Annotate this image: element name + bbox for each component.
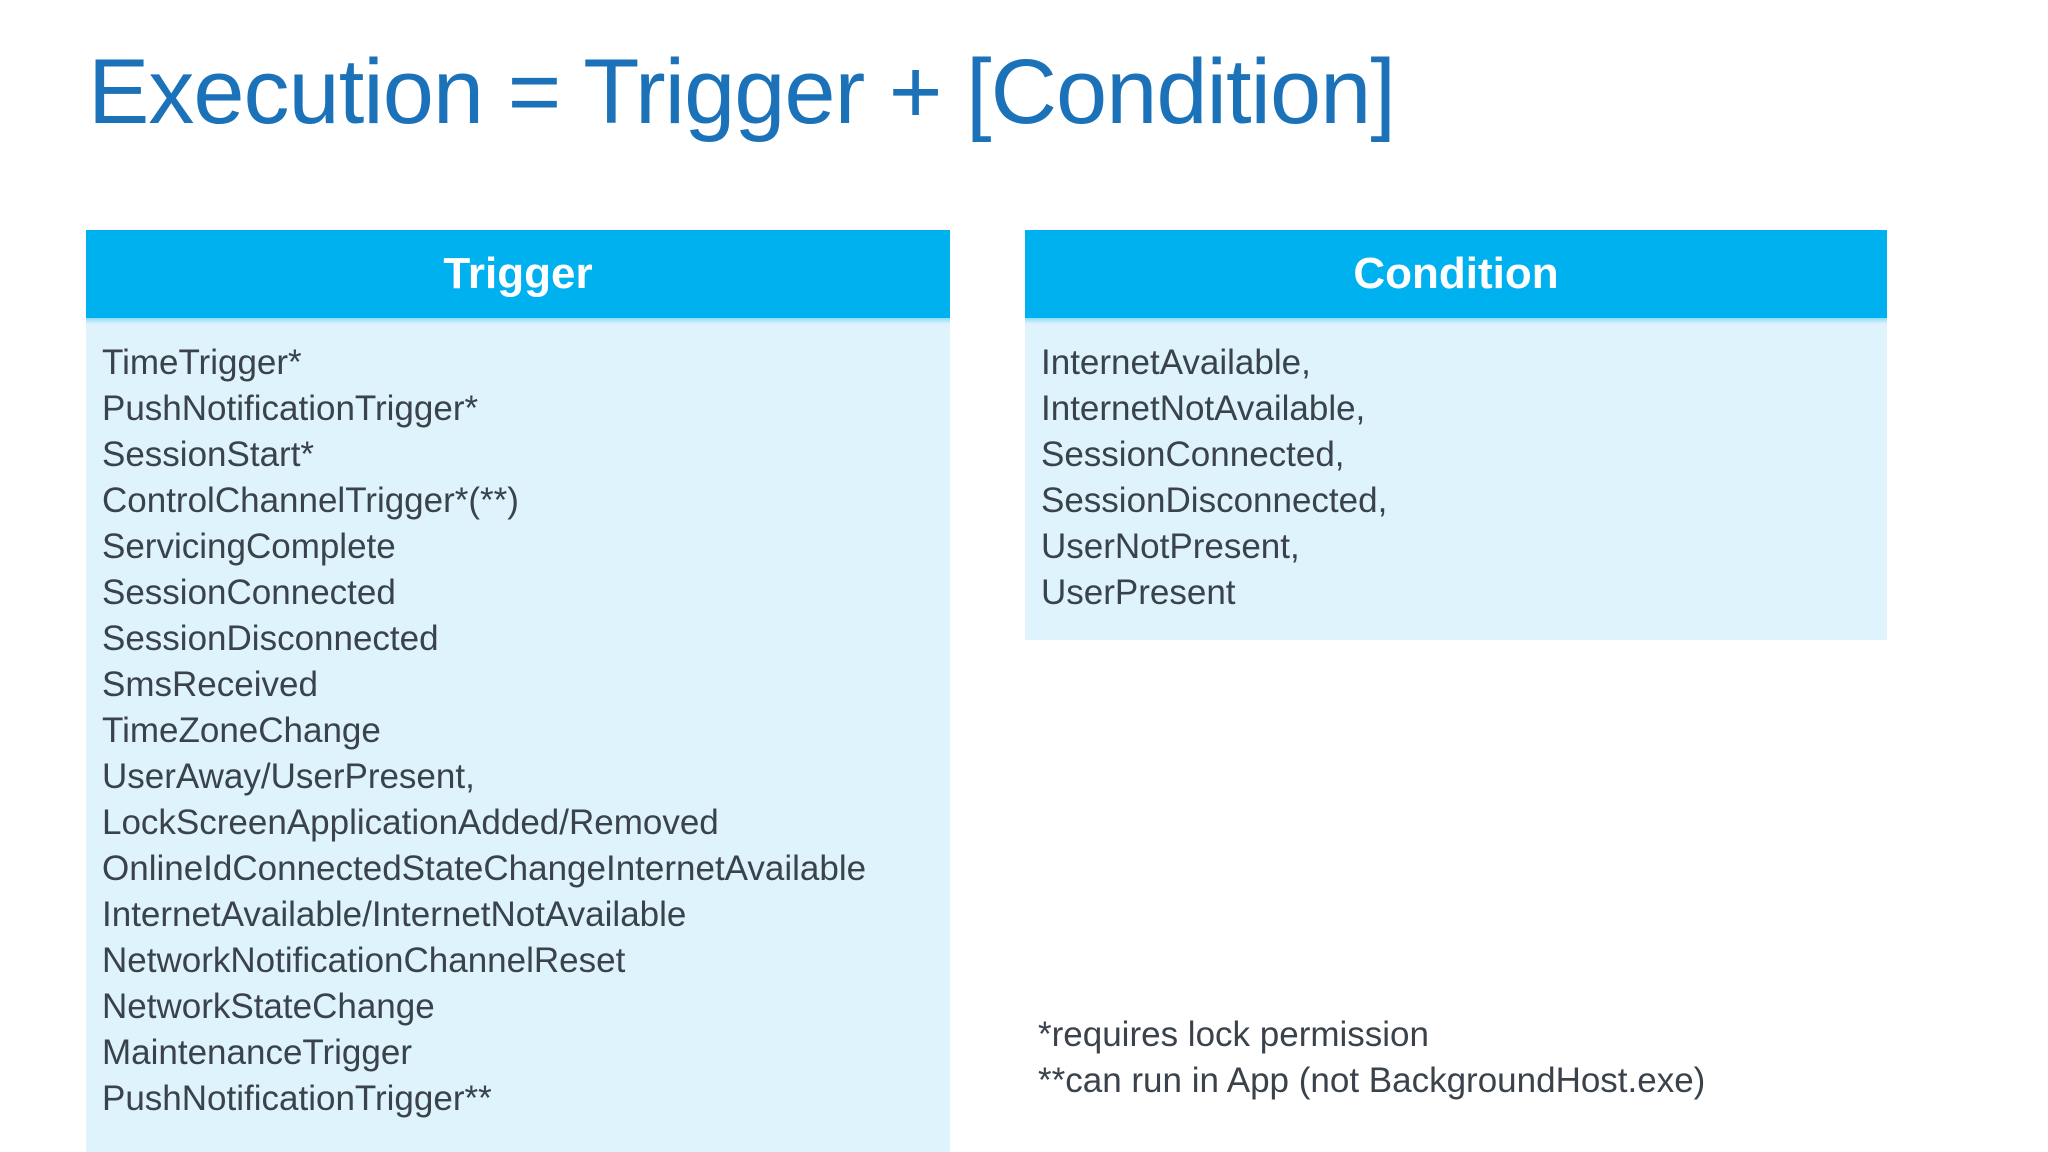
trigger-list-item: OnlineIdConnectedStateChangeInternetAvai…: [102, 849, 867, 888]
slide-title: Execution = Trigger + [Condition]: [88, 41, 1396, 143]
trigger-list-item: MaintenanceTrigger: [102, 1033, 412, 1072]
trigger-table-header-label: Trigger: [443, 249, 593, 298]
trigger-list-item: InternetAvailable/InternetNotAvailable: [102, 895, 687, 934]
trigger-list-item: ServicingComplete: [102, 527, 396, 566]
trigger-header-fade: [86, 318, 950, 324]
footnote-background-host: **can run in App (not BackgroundHost.exe…: [1038, 1061, 1706, 1100]
condition-list-item: SessionDisconnected,: [1041, 481, 1388, 520]
condition-list-item: UserPresent: [1041, 573, 1236, 612]
trigger-list-item: TimeZoneChange: [102, 711, 381, 750]
trigger-table-body: TimeTrigger* PushNotificationTrigger* Sess…: [86, 324, 950, 1152]
trigger-list-item: NetworkNotificationChannelReset: [102, 941, 626, 980]
trigger-list-item: SmsReceived: [102, 665, 318, 704]
trigger-list-item: LockScreenApplicationAdded/Removed: [102, 803, 719, 842]
condition-table-body: InternetAvailable, InternetNotAvailable, S…: [1025, 324, 1887, 640]
trigger-list-item: ControlChannelTrigger*(**): [102, 481, 519, 520]
trigger-list-item: SessionDisconnected: [102, 619, 439, 658]
trigger-list-item: PushNotificationTrigger*: [102, 389, 479, 428]
trigger-list-item: UserAway/UserPresent,: [102, 757, 475, 796]
condition-header-fade: [1025, 318, 1887, 324]
condition-table-header: Condition: [1025, 230, 1887, 318]
footnote-lock-permission: *requires lock permission: [1038, 1015, 1429, 1054]
trigger-list-item: PushNotificationTrigger**: [102, 1079, 492, 1118]
trigger-list-item: TimeTrigger*: [102, 343, 302, 382]
trigger-list-item: SessionStart*: [102, 435, 315, 474]
trigger-list-item: SessionConnected: [102, 573, 396, 612]
trigger-table-header: Trigger: [86, 230, 950, 318]
condition-list-item: InternetNotAvailable,: [1041, 389, 1366, 428]
trigger-list-item: NetworkStateChange: [102, 987, 435, 1026]
condition-list-item: InternetAvailable,: [1041, 343, 1311, 382]
condition-list-item: UserNotPresent,: [1041, 527, 1300, 566]
condition-table: Condition InternetAvailable, InternetNotA…: [1025, 230, 1887, 640]
condition-list-item: SessionConnected,: [1041, 435, 1345, 474]
footnotes: *requires lock permission **can run in A…: [1038, 1012, 1705, 1104]
trigger-table: Trigger TimeTrigger* PushNotificationTrig…: [86, 230, 950, 1152]
condition-table-header-label: Condition: [1353, 249, 1559, 298]
